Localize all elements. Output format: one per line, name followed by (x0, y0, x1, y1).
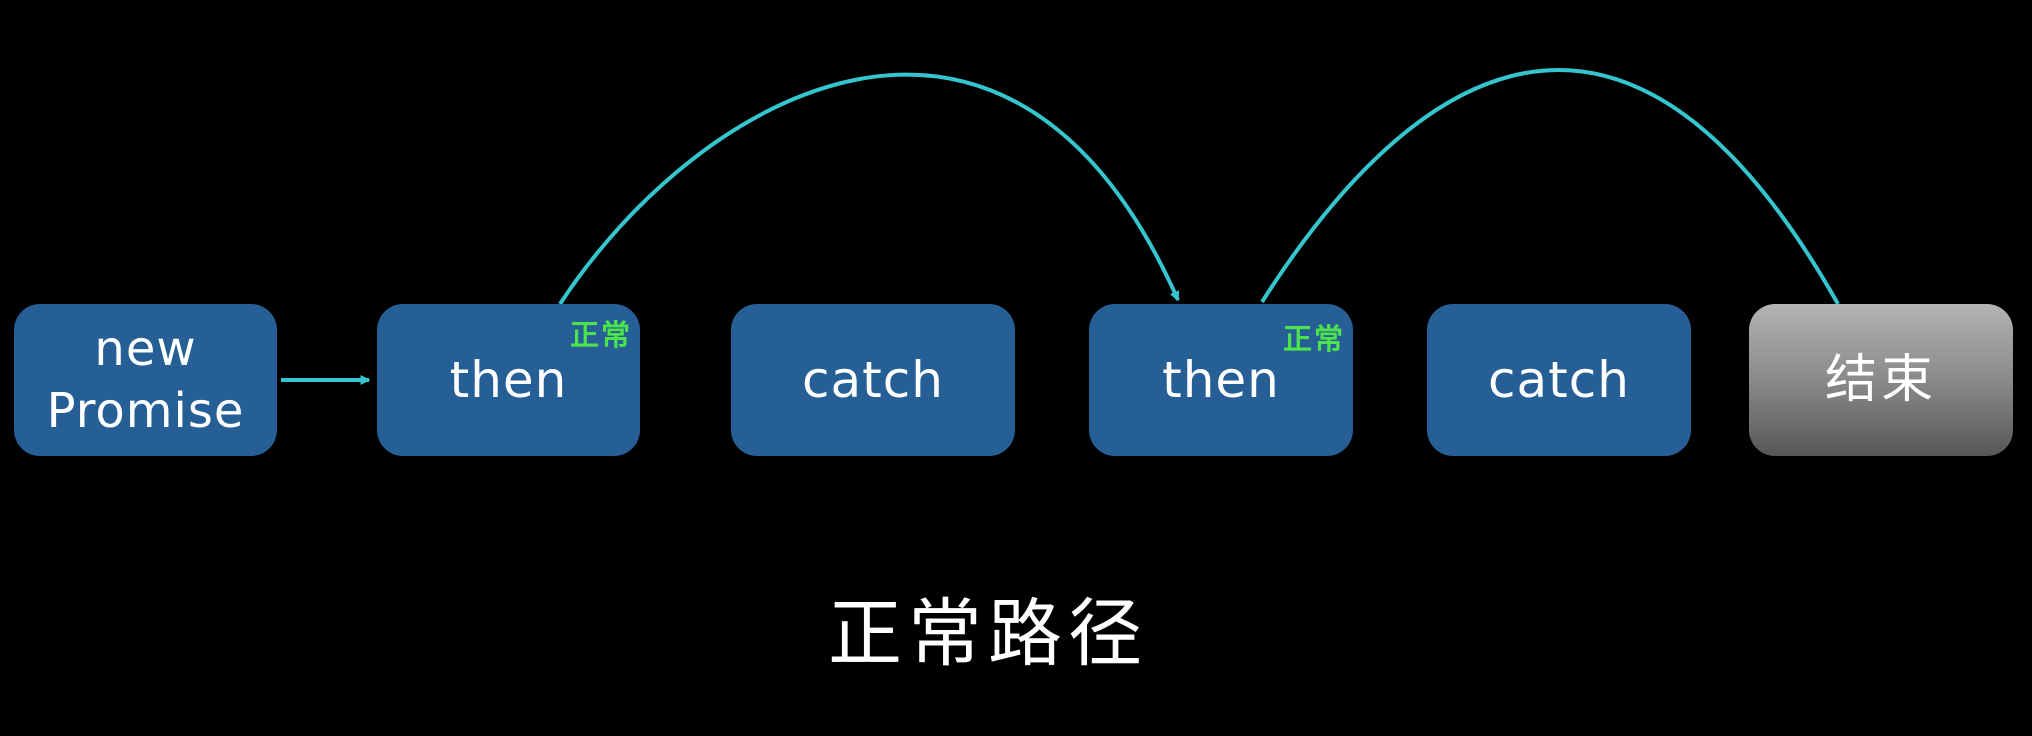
then-1-normal-badge: 正常 (569, 318, 632, 352)
then-2-normal-badge: 正常 (1282, 322, 1345, 356)
node-end-label: 结束 (1824, 350, 1937, 410)
node-new-promise: new Promise (14, 304, 277, 456)
node-end: 结束 (1749, 304, 2013, 456)
node-catch-1: catch (731, 304, 1015, 456)
edge-then-1-to-then-2-arc (558, 72, 1180, 306)
node-then-1-label: then (449, 351, 568, 409)
node-then-2: then 正常 (1089, 304, 1353, 456)
node-catch-1-label: catch (802, 351, 944, 409)
node-new-promise-label: new Promise (46, 321, 245, 439)
node-catch-2-label: catch (1488, 351, 1630, 409)
node-then-2-label: then (1162, 351, 1280, 409)
diagram-caption: 正常路径 (828, 591, 1148, 677)
node-then-1: then 正常 (377, 304, 640, 456)
node-catch-2: catch (1427, 304, 1691, 456)
edge-then-2-to-end-arc (1260, 68, 1840, 305)
